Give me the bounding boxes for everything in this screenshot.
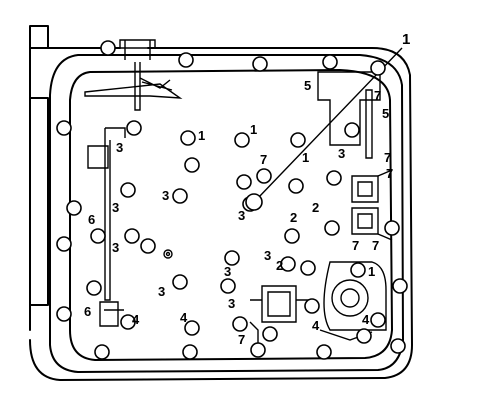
callout-label: 7 <box>352 238 359 253</box>
bolt-hole <box>300 260 316 276</box>
bolt-hole <box>120 182 136 198</box>
bolt-hole <box>356 328 372 344</box>
bolt-hole <box>124 228 140 244</box>
bolt-hole <box>86 280 102 296</box>
callout-label: 1 <box>198 128 205 143</box>
callout-label: 3 <box>228 296 235 311</box>
callout-label: 1 <box>250 122 257 137</box>
callout-label: 4 <box>132 312 140 327</box>
bolt-hole <box>184 320 200 336</box>
bolt-hole <box>56 236 72 252</box>
bolt-hole <box>140 238 156 254</box>
bolt-hole <box>384 220 400 236</box>
callout-label: 3 <box>338 146 345 161</box>
callout-label: 1 <box>368 264 375 279</box>
bolt-hole <box>370 312 386 328</box>
callout-label: 7 <box>384 150 391 165</box>
callout-label: 2 <box>312 200 319 215</box>
bolt-hole <box>284 228 300 244</box>
bolt-hole <box>344 122 360 138</box>
bolt-hole <box>322 54 338 70</box>
bolt-hole <box>120 314 136 330</box>
bolt-hole <box>90 228 106 244</box>
bolt-hole <box>56 306 72 322</box>
callout-label: 3 <box>158 284 165 299</box>
callout-label: 7 <box>386 166 393 181</box>
callout-label: 2 <box>276 258 283 273</box>
bolt-hole <box>94 344 110 360</box>
bolt-hole <box>172 274 188 290</box>
bolt-hole <box>100 40 116 56</box>
bolt-hole <box>280 256 296 272</box>
valve-components <box>84 39 393 345</box>
bolt-hole <box>304 298 320 314</box>
bolt-hole <box>256 168 272 184</box>
bolt-hole <box>350 262 366 278</box>
bolt-hole <box>126 120 142 136</box>
leader-callout-label: 1 <box>402 31 410 48</box>
bolt-hole <box>232 316 248 332</box>
bolt-hole <box>220 278 236 294</box>
bolt-hole <box>66 200 82 216</box>
callout-label: 3 <box>112 240 119 255</box>
bolt-hole <box>392 278 408 294</box>
bolt-hole <box>178 52 194 68</box>
bolt-hole <box>252 56 268 72</box>
callout-label: 5 <box>304 78 311 93</box>
callout-label: 4 <box>312 318 320 333</box>
callout-label: 4 <box>180 310 188 325</box>
bolt-hole <box>390 338 406 354</box>
highlighted-bolt <box>245 193 263 211</box>
callout-label: 3 <box>162 188 169 203</box>
bolt-hole <box>56 120 72 136</box>
callout-label: 5 <box>382 106 389 121</box>
bolt-hole <box>370 60 386 76</box>
callout-label: 4 <box>362 312 370 327</box>
bolt-hole <box>288 178 304 194</box>
callout-label: 6 <box>88 212 95 227</box>
bolt-hole <box>182 344 198 360</box>
bolt-hole <box>324 220 340 236</box>
bolt-hole <box>316 344 332 360</box>
callout-label: 7 <box>238 332 245 347</box>
bolt-hole <box>250 342 266 358</box>
callout-label: 3 <box>224 264 231 279</box>
callout-label: 2 <box>290 210 297 225</box>
bolt-hole <box>326 170 342 186</box>
bolt-hole <box>236 174 252 190</box>
bolt-hole <box>224 250 240 266</box>
bolt-hole <box>234 132 250 148</box>
bolt-holes <box>56 40 408 360</box>
bolt-hole <box>262 326 278 342</box>
bolt-hole <box>184 157 200 173</box>
callout-label: 6 <box>84 304 91 319</box>
callout-label: 3 <box>264 248 271 263</box>
callout-label: 7 <box>374 88 381 103</box>
callout-label: 3 <box>112 200 119 215</box>
bolt-hole <box>180 130 196 146</box>
callout-label: 7 <box>372 238 379 253</box>
callout-label: 3 <box>116 140 123 155</box>
callout-label: 7 <box>260 152 267 167</box>
callout-label: 3 <box>238 208 245 223</box>
callout-label: 1 <box>302 150 309 165</box>
bolt-hole <box>290 132 306 148</box>
bolt-hole <box>172 188 188 204</box>
housing-outline <box>29 25 413 381</box>
